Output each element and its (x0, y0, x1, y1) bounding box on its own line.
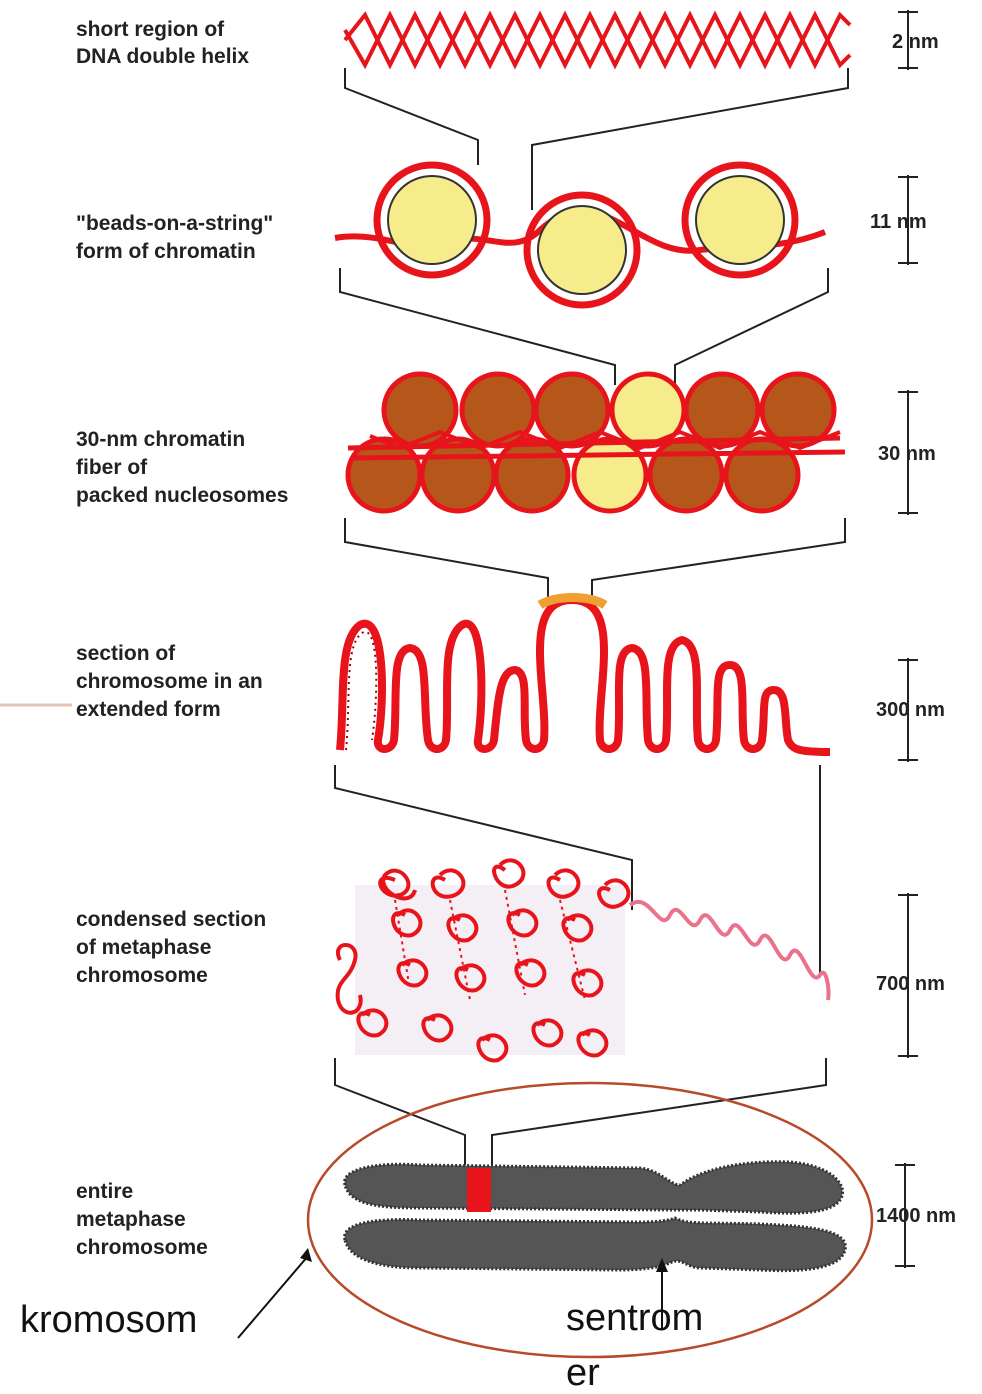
kromosom-arrow (238, 1256, 308, 1338)
chromatid-top (345, 1162, 843, 1213)
level-6-label-line-3: chromosome (76, 1236, 208, 1259)
dna-double-helix (345, 15, 850, 65)
kromosom-annotation: kromosom (20, 1248, 312, 1341)
sentromer-label-line-1: sentrom (566, 1297, 703, 1339)
metaphase-chromosome (345, 1162, 846, 1271)
level-1-scale-bar: 2 nm (892, 10, 939, 70)
sentromer-label-line-2: er (566, 1352, 600, 1394)
level-3-scale-bar: 30 nm (878, 390, 936, 515)
level-4-scale-bar: 300 nm (876, 658, 945, 762)
fiber-bottom-row (348, 439, 798, 511)
chromatin-fiber-30nm (348, 374, 845, 511)
level-2-scale-bar: 11 nm (870, 175, 927, 265)
level-3-label-line-3: packed nucleosomes (76, 484, 288, 507)
sentromer-annotation: sentrom er (566, 1258, 703, 1394)
beads-on-a-string (335, 165, 825, 305)
kromosom-arrowhead (300, 1248, 312, 1262)
level-5-scale-text: 700 nm (876, 973, 945, 995)
bracket-5-6 (335, 1058, 826, 1165)
level-4-label-line-1: section of (76, 642, 176, 665)
level-2-label: "beads-on-a-string" form of chromatin (76, 212, 273, 263)
level-6-label-line-1: entire (76, 1180, 133, 1203)
nucleosome-bead-1 (377, 165, 487, 275)
level-4-scale-text: 300 nm (876, 699, 945, 721)
level-6-label: entire metaphase chromosome (76, 1180, 208, 1259)
level-3-label-line-1: 30-nm chromatin (76, 428, 245, 451)
level-4-label-line-2: chromosome in an (76, 670, 263, 693)
level-2-label-line-1: "beads-on-a-string" (76, 212, 273, 235)
level-4-label-line-3: extended form (76, 698, 221, 721)
level-6-scale-bar: 1400 nm (876, 1163, 956, 1268)
level-5-scale-bar: 700 nm (876, 893, 945, 1058)
nucleosome-bead-2 (527, 195, 637, 305)
level-1-scale-text: 2 nm (892, 31, 939, 53)
condensed-metaphase-section (338, 860, 829, 1060)
level-4-label: section of chromosome in an extended for… (76, 642, 263, 721)
level-5-label-line-2: of metaphase (76, 936, 211, 959)
level-3-label: 30-nm chromatin fiber of packed nucleoso… (76, 428, 288, 507)
bracket-3-4 (345, 518, 845, 602)
level-6-label-line-2: metaphase (76, 1208, 186, 1231)
extended-chromosome-section (340, 598, 830, 753)
level-2-label-line-2: form of chromatin (76, 240, 256, 263)
level-3-scale-text: 30 nm (878, 443, 936, 465)
chromatid-bottom (345, 1218, 846, 1271)
level-3-label-line-2: fiber of (76, 456, 148, 479)
nucleosome-bead-3 (685, 165, 795, 275)
highlighted-region (467, 1168, 491, 1212)
kromosom-label: kromosom (20, 1299, 197, 1341)
level-5-label-line-3: chromosome (76, 964, 208, 987)
level-5-label-line-1: condensed section (76, 908, 266, 931)
level-5-label: condensed section of metaphase chromosom… (76, 908, 266, 987)
level-1-label: short region of DNA double helix (76, 18, 249, 68)
level-2-scale-text: 11 nm (870, 211, 927, 233)
level-1-label-line-1: short region of (76, 18, 225, 41)
level-6-scale-text: 1400 nm (876, 1205, 956, 1227)
level-1-label-line-2: DNA double helix (76, 45, 249, 68)
